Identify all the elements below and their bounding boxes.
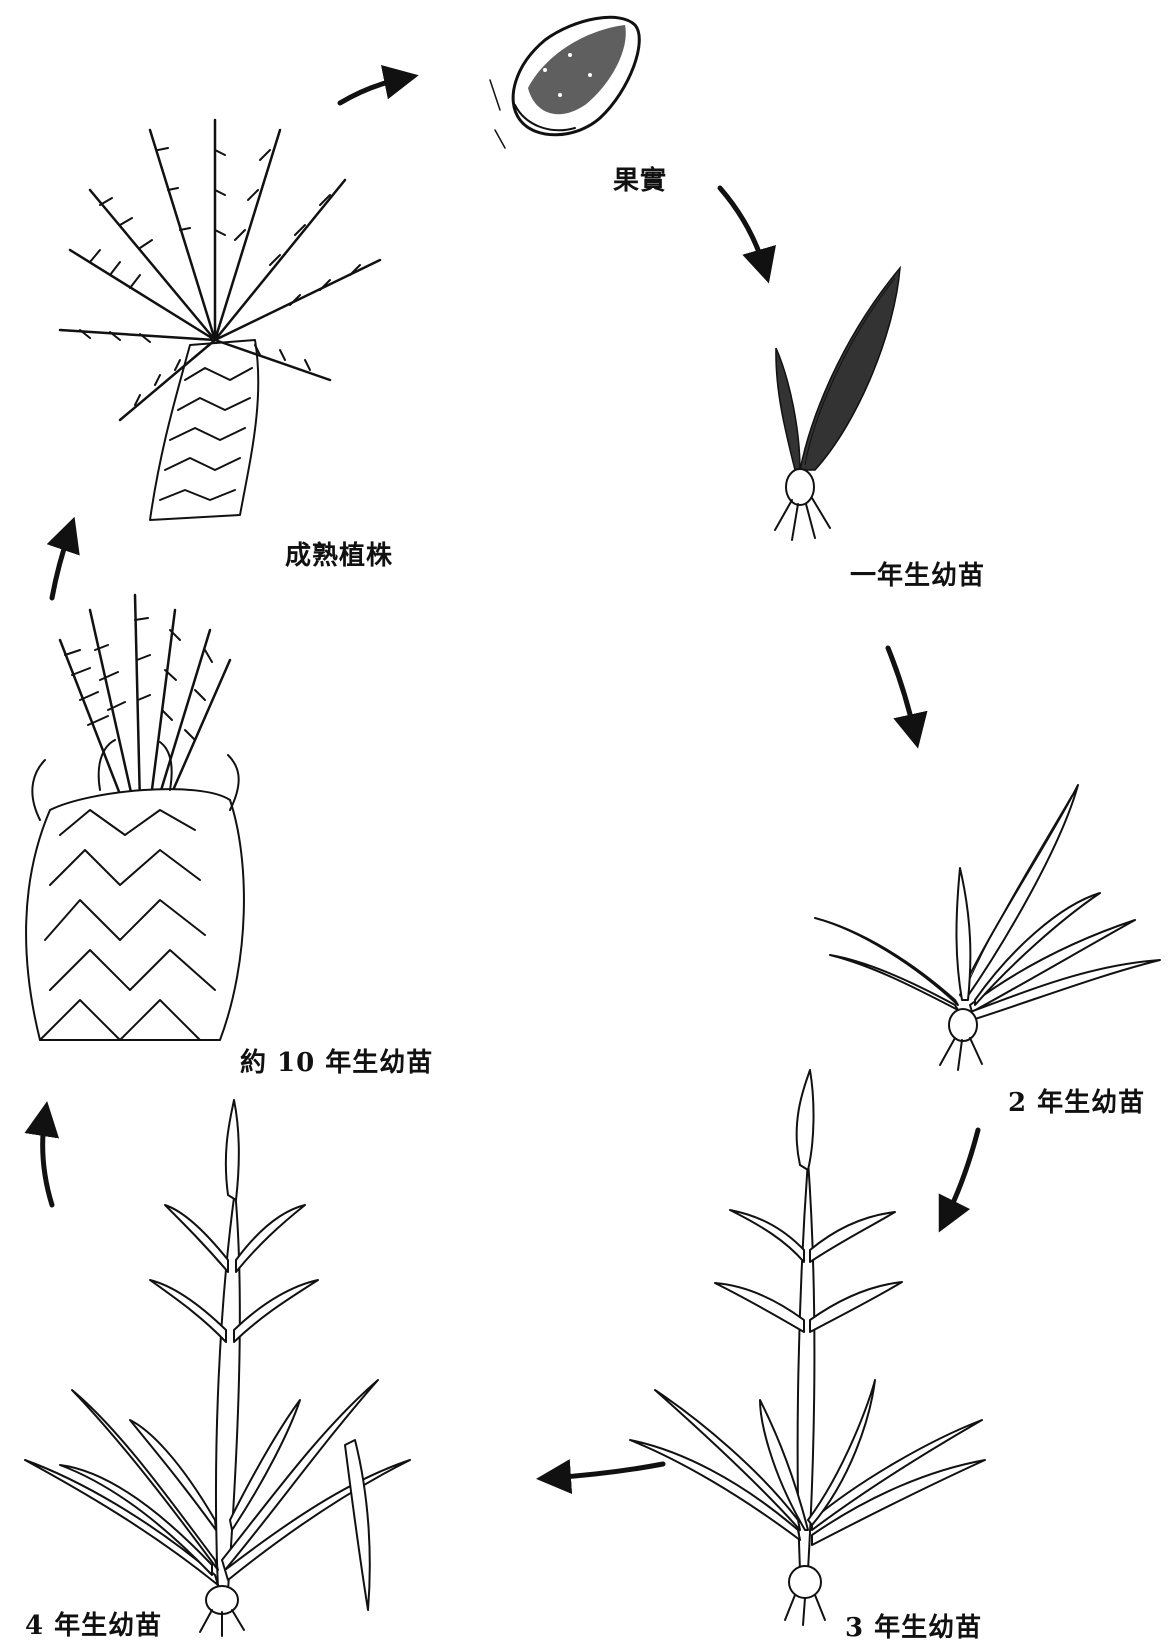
seedling-10yr-drawing: [26, 595, 244, 1040]
label-fruit: 果實: [613, 160, 667, 197]
label-seedling-1yr: 一年生幼苗: [850, 555, 985, 592]
arrow-mature-to-fruit: [340, 78, 405, 103]
label-mature-plant: 成熟植株: [285, 535, 393, 572]
label-seedling-3yr: 3 年生幼苗: [845, 1607, 982, 1644]
label-seedling-2yr: 2 年生幼苗: [1008, 1082, 1145, 1119]
arrow-fruit-to-1yr: [720, 188, 765, 270]
fruit-drawing: [490, 17, 639, 148]
label-seedling-4yr: 4 年生幼苗: [25, 1605, 162, 1642]
label-seedling-10yr: 約 10 年生幼苗: [240, 1042, 433, 1079]
cycle-arrows: [43, 78, 978, 1478]
arrow-10yr-to-mature: [52, 530, 70, 598]
arrow-1yr-to-2yr: [888, 648, 915, 735]
arrow-4yr-to-10yr: [43, 1115, 52, 1205]
arrow-2yr-to-3yr: [945, 1130, 978, 1220]
seedling-2yr-drawing: [815, 785, 1160, 1070]
seedling-1yr-drawing: [775, 268, 900, 540]
mature-plant-drawing: [60, 120, 380, 520]
seedling-3yr-drawing: [630, 1070, 985, 1625]
seedling-4yr-drawing: [25, 1100, 410, 1636]
arrow-3yr-to-4yr: [550, 1464, 663, 1478]
